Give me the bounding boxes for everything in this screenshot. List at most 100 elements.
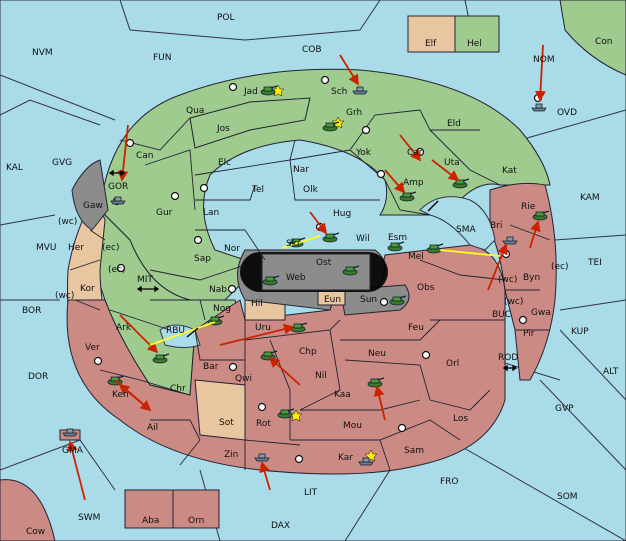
label-yok: Yok: [355, 148, 372, 158]
label-hel: Hel: [467, 39, 482, 49]
label-pol: POL: [217, 13, 235, 23]
label-jad: Jad: [243, 87, 258, 97]
label-sap: Sap: [194, 254, 211, 264]
label-tei: TEI: [587, 258, 602, 268]
label-kar: Kar: [338, 453, 353, 463]
label-gwa: Gwa: [531, 308, 551, 318]
label-kup: KUP: [571, 327, 589, 337]
region-orn[interactable]: [172, 489, 220, 529]
label-qwi: Qwi: [235, 374, 252, 384]
label-wc-4: (wc): [504, 297, 523, 307]
label-orl: Orl: [446, 359, 459, 369]
label-zin: Zin: [224, 450, 238, 460]
label-rot: Rot: [256, 419, 271, 429]
label-eld: Eld: [447, 119, 461, 129]
label-sot: Sot: [219, 418, 234, 428]
label-ark: Ark: [116, 323, 132, 333]
region-jos[interactable]: [189, 97, 311, 149]
label-lit: LIT: [304, 488, 318, 498]
label-neu: Neu: [368, 349, 386, 359]
label-eun: Eun: [324, 295, 341, 305]
label-pir: Pir: [523, 329, 535, 339]
region-aba[interactable]: [124, 489, 174, 529]
label-ken: Ken: [112, 390, 129, 400]
region-hel[interactable]: [454, 15, 500, 53]
label-hug: Hug: [333, 209, 351, 219]
label-car: Car: [407, 148, 423, 158]
sea-sma-inlet[interactable]: [419, 196, 496, 251]
label-dax: DAX: [271, 521, 290, 531]
region-labels: POL NVM FUN COB NOM Con OVD KAL GVG KAM …: [6, 13, 619, 537]
label-chp: Chp: [299, 347, 317, 357]
move-orders: [67, 44, 546, 501]
label-ec-2: (ec): [108, 265, 126, 275]
label-ver: Ver: [85, 343, 100, 353]
label-kat: Kat: [502, 166, 517, 176]
region-east-arm[interactable]: [489, 182, 557, 381]
label-rbu: RBU: [166, 326, 185, 336]
label-orn: Orn: [188, 516, 204, 526]
label-kaa: Kaa: [334, 390, 351, 400]
label-sch: Sch: [331, 87, 347, 97]
label-bor: BOR: [22, 306, 41, 316]
label-gvg: GVG: [52, 158, 72, 168]
label-nog: Nog: [213, 304, 231, 314]
label-sun: Sun: [360, 295, 377, 305]
label-kam: KAM: [580, 193, 600, 203]
label-gvp: GVP: [555, 404, 574, 414]
label-rie: Rie: [521, 202, 536, 212]
label-som: SOM: [557, 492, 578, 502]
region-sot[interactable]: [194, 379, 246, 441]
label-gor: GOR: [108, 182, 128, 192]
label-amp: Amp: [403, 178, 424, 188]
label-wc-1: (wc): [58, 217, 77, 227]
region-elf[interactable]: [407, 15, 456, 53]
region-ost-web[interactable]: [261, 253, 371, 291]
label-lan: Lan: [203, 208, 219, 218]
label-ec-3: (ec): [551, 262, 569, 272]
label-nor: Nor: [224, 244, 240, 254]
label-wc-2: (wc): [55, 291, 74, 301]
label-nar: Nar: [293, 165, 309, 175]
support-orders: [149, 235, 501, 346]
label-nvm: NVM: [32, 48, 53, 58]
label-bar: Bar: [203, 362, 219, 372]
label-chr: Chr: [170, 384, 186, 394]
label-gaw: Gaw: [83, 201, 103, 211]
label-sma: SMA: [456, 225, 476, 235]
label-nom: NOM: [533, 55, 555, 65]
label-elf: Elf: [425, 39, 437, 49]
label-bri: Bri: [490, 221, 502, 231]
label-mvu: MVU: [36, 243, 57, 253]
label-wc-3: (wc): [498, 275, 517, 285]
adjacency-arrows: [108, 169, 518, 372]
label-fro: FRO: [440, 477, 459, 487]
label-mel: Mel: [408, 252, 424, 262]
label-ovd: OVD: [557, 108, 577, 118]
label-jos: Jos: [216, 124, 230, 134]
label-can: Can: [136, 151, 154, 161]
label-sam: Sam: [404, 446, 424, 456]
label-los: Los: [453, 414, 468, 424]
label-web: Web: [286, 273, 306, 283]
label-esm: Esm: [388, 233, 407, 243]
label-ail: Ail: [147, 423, 158, 433]
label-uru: Uru: [255, 323, 271, 333]
label-her: Her: [68, 243, 84, 253]
label-hil: Hil: [251, 299, 263, 309]
label-uta: Uta: [444, 158, 460, 168]
label-buc: BUC: [492, 310, 511, 320]
label-feu: Feu: [408, 323, 424, 333]
region-sun-neutral[interactable]: [339, 284, 410, 316]
label-aba: Aba: [142, 516, 159, 526]
label-skr: Skr: [286, 239, 301, 249]
label-qua: Qua: [186, 106, 204, 116]
label-cow: Cow: [26, 527, 45, 537]
label-ec-1: (ec): [102, 243, 120, 253]
label-con: Con: [595, 37, 613, 47]
label-wil: Wil: [356, 234, 370, 244]
label-mou: Mou: [343, 421, 362, 431]
region-gaw[interactable]: [71, 159, 109, 231]
label-gma: GMA: [62, 446, 84, 456]
